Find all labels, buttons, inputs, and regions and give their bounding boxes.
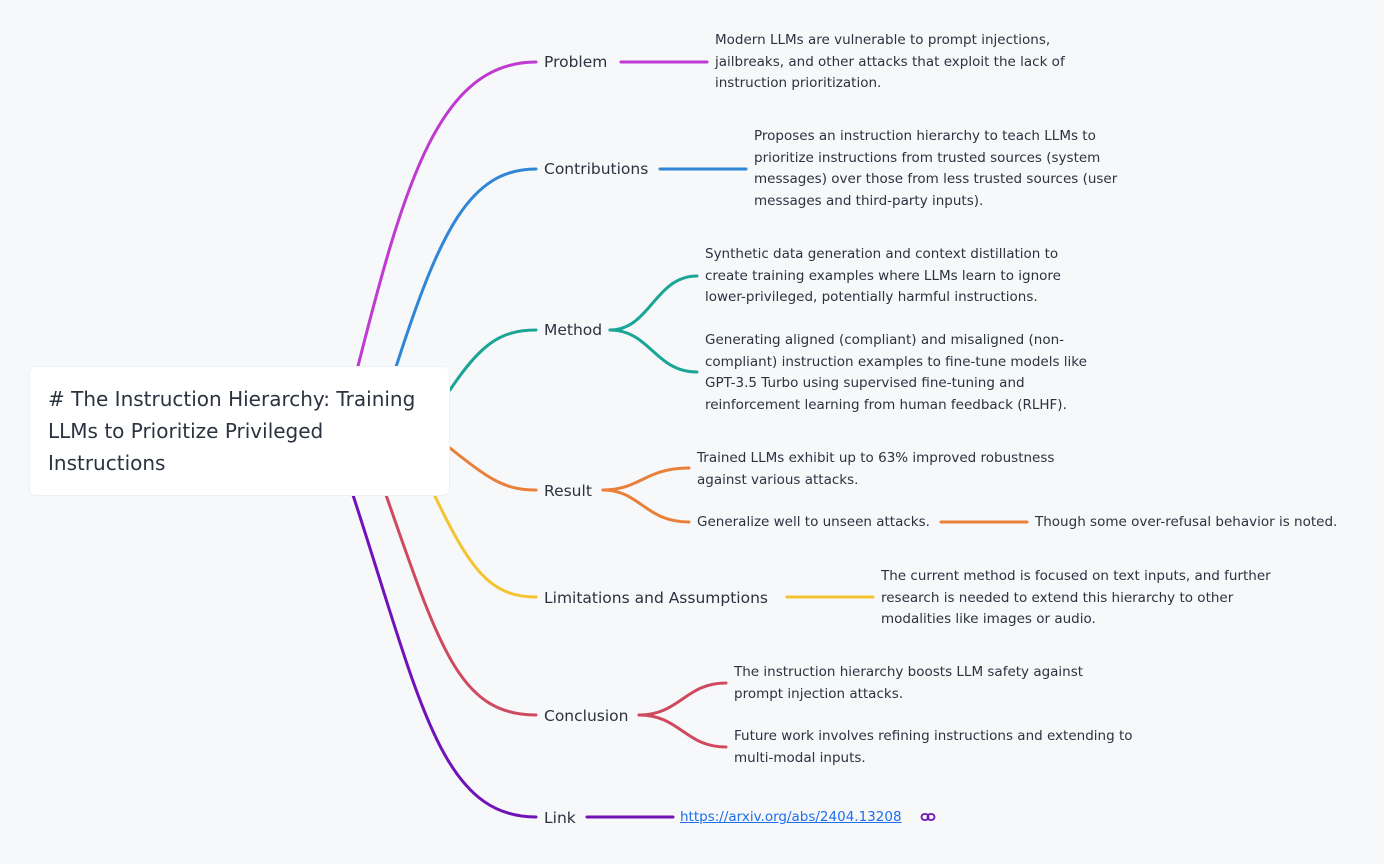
root-topic[interactable]: # The Instruction Hierarchy: Training LL… bbox=[30, 367, 449, 495]
root-title: # The Instruction Hierarchy: Training LL… bbox=[48, 387, 416, 475]
leaf-contributions[interactable]: Proposes an instruction hierarchy to tea… bbox=[754, 128, 1118, 209]
leaf-conclusion-2[interactable]: Future work involves refining instructio… bbox=[734, 728, 1133, 766]
leaf-problem[interactable]: Modern LLMs are vulnerable to prompt inj… bbox=[715, 32, 1065, 91]
connector-method bbox=[448, 328, 538, 392]
branch-method[interactable]: Method bbox=[544, 321, 603, 339]
chain-link-icon[interactable] bbox=[920, 810, 936, 824]
leaf-limitations[interactable]: The current method is focused on text in… bbox=[881, 568, 1271, 627]
branch-link[interactable]: Link bbox=[544, 809, 576, 827]
connector-method-leaf-1 bbox=[608, 274, 699, 332]
connector-conclusion bbox=[383, 490, 538, 717]
branch-result[interactable]: Result bbox=[544, 482, 592, 500]
paper-link[interactable]: https://arxiv.org/abs/2404.13208 bbox=[680, 809, 902, 825]
connector-result-leaf-2 bbox=[601, 488, 691, 524]
connector-limitations bbox=[430, 488, 538, 599]
leaf-result-2[interactable]: Generalize well to unseen attacks. bbox=[697, 514, 930, 530]
connector-link bbox=[350, 490, 538, 819]
leaf-method-2[interactable]: Generating aligned (compliant) and misal… bbox=[705, 332, 1087, 413]
connector-conclusion-leaf-1 bbox=[637, 681, 728, 717]
leaf-conclusion-1[interactable]: The instruction hierarchy boosts LLM saf… bbox=[734, 664, 1084, 702]
branch-limitations[interactable]: Limitations and Assumptions bbox=[544, 589, 768, 607]
branch-conclusion[interactable]: Conclusion bbox=[544, 707, 629, 725]
connector-contributions bbox=[393, 167, 538, 372]
leaf-result-1[interactable]: Trained LLMs exhibit up to 63% improved … bbox=[697, 450, 1055, 488]
branch-problem[interactable]: Problem bbox=[544, 53, 608, 71]
connector-method-leaf-2 bbox=[608, 328, 699, 374]
leaf-result-subleaf[interactable]: Though some over-refusal behavior is not… bbox=[1035, 514, 1338, 530]
branch-contributions[interactable]: Contributions bbox=[544, 160, 649, 178]
connector-result-leaf-1 bbox=[601, 466, 691, 492]
connector-conclusion-leaf-2 bbox=[637, 713, 728, 749]
leaf-method-1[interactable]: Synthetic data generation and context di… bbox=[705, 246, 1061, 305]
connector-result bbox=[448, 446, 538, 492]
connector-problem bbox=[355, 60, 538, 372]
